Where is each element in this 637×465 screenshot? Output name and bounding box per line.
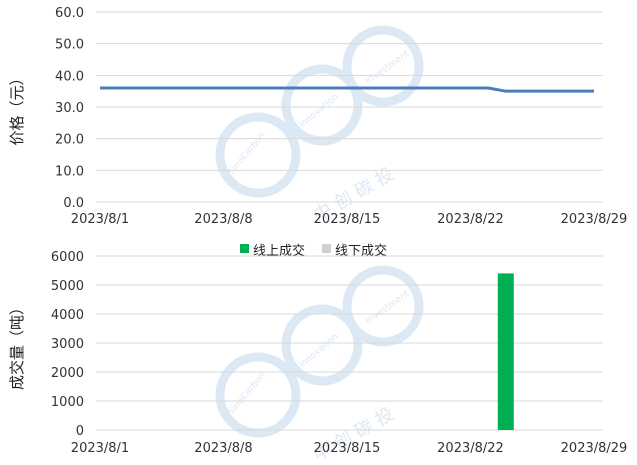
price-y-tick-label: 10.0 (55, 164, 84, 179)
legend-label-online: 线上成交 (253, 243, 305, 259)
price-chart-y-axis-label: 价格（元） (8, 70, 26, 145)
legend-label-offline: 线下成交 (335, 243, 387, 259)
price-x-tick-label: 2023/8/15 (314, 212, 381, 227)
volume-y-tick-label: 3000 (51, 337, 84, 352)
price-y-tick-label: 30.0 (55, 101, 84, 116)
volume-bar (497, 273, 514, 430)
volume-x-tick-label: 2023/8/8 (194, 441, 252, 456)
price-x-tick-label: 2023/8/22 (437, 212, 504, 227)
volume-chart-bars (497, 273, 514, 430)
legend-swatch-online (240, 244, 249, 253)
volume-y-tick-label: 5000 (51, 279, 84, 294)
price-chart-gridlines (96, 11, 603, 203)
volume-x-tick-label: 2023/8/1 (71, 441, 129, 456)
volume-x-tick-label: 2023/8/29 (561, 441, 628, 456)
volume-chart-y-ticks: 0 1000 2000 3000 4000 5000 6000 (51, 250, 84, 439)
price-y-tick-label: 40.0 (55, 69, 84, 84)
watermark-ring (281, 304, 363, 386)
legend-swatch-offline (322, 244, 331, 253)
volume-chart-gridlines (96, 255, 603, 431)
price-x-tick-label: 2023/8/8 (194, 212, 252, 227)
price-x-tick-label: 2023/8/29 (561, 212, 628, 227)
price-y-tick-label: 50.0 (55, 38, 84, 53)
volume-chart-legend: 线上成交 线下成交 (240, 243, 387, 259)
watermark-ring (342, 265, 424, 347)
price-y-tick-label: 0.0 (63, 196, 84, 211)
price-series-line (100, 86, 594, 93)
watermark-ring (342, 25, 424, 107)
price-chart-series (100, 86, 594, 93)
price-chart-y-ticks: 0.0 10.0 20.0 30.0 40.0 50.0 60.0 (55, 6, 84, 211)
volume-y-tick-label: 4000 (51, 308, 84, 323)
volume-y-tick-label: 6000 (51, 250, 84, 265)
watermark-text: Innovation (298, 92, 341, 130)
volume-x-tick-label: 2023/8/22 (437, 441, 504, 456)
watermark-ring (215, 112, 301, 198)
price-y-tick-label: 60.0 (55, 6, 84, 21)
watermark-text: Innovation (298, 332, 341, 370)
volume-y-tick-label: 1000 (51, 395, 84, 410)
price-chart-x-ticks: 2023/8/1 2023/8/8 2023/8/15 2023/8/22 2023/8… (71, 212, 628, 227)
price-x-tick-label: 2023/8/1 (71, 212, 129, 227)
volume-chart-y-axis-label: 成交量（吨） (8, 300, 26, 390)
watermark-text: SinoCarbon (227, 371, 268, 417)
volume-y-tick-label: 2000 (51, 366, 84, 381)
volume-y-tick-label: 0 (76, 424, 84, 439)
volume-x-tick-label: 2023/8/15 (314, 441, 381, 456)
price-y-tick-label: 20.0 (55, 133, 84, 148)
watermark-text: Investment (364, 289, 412, 327)
watermark-ring (281, 64, 363, 146)
watermark-text: Investment (364, 49, 412, 87)
watermark-ring (215, 352, 301, 438)
volume-chart-x-ticks: 2023/8/1 2023/8/8 2023/8/15 2023/8/22 2023/8… (71, 441, 628, 456)
